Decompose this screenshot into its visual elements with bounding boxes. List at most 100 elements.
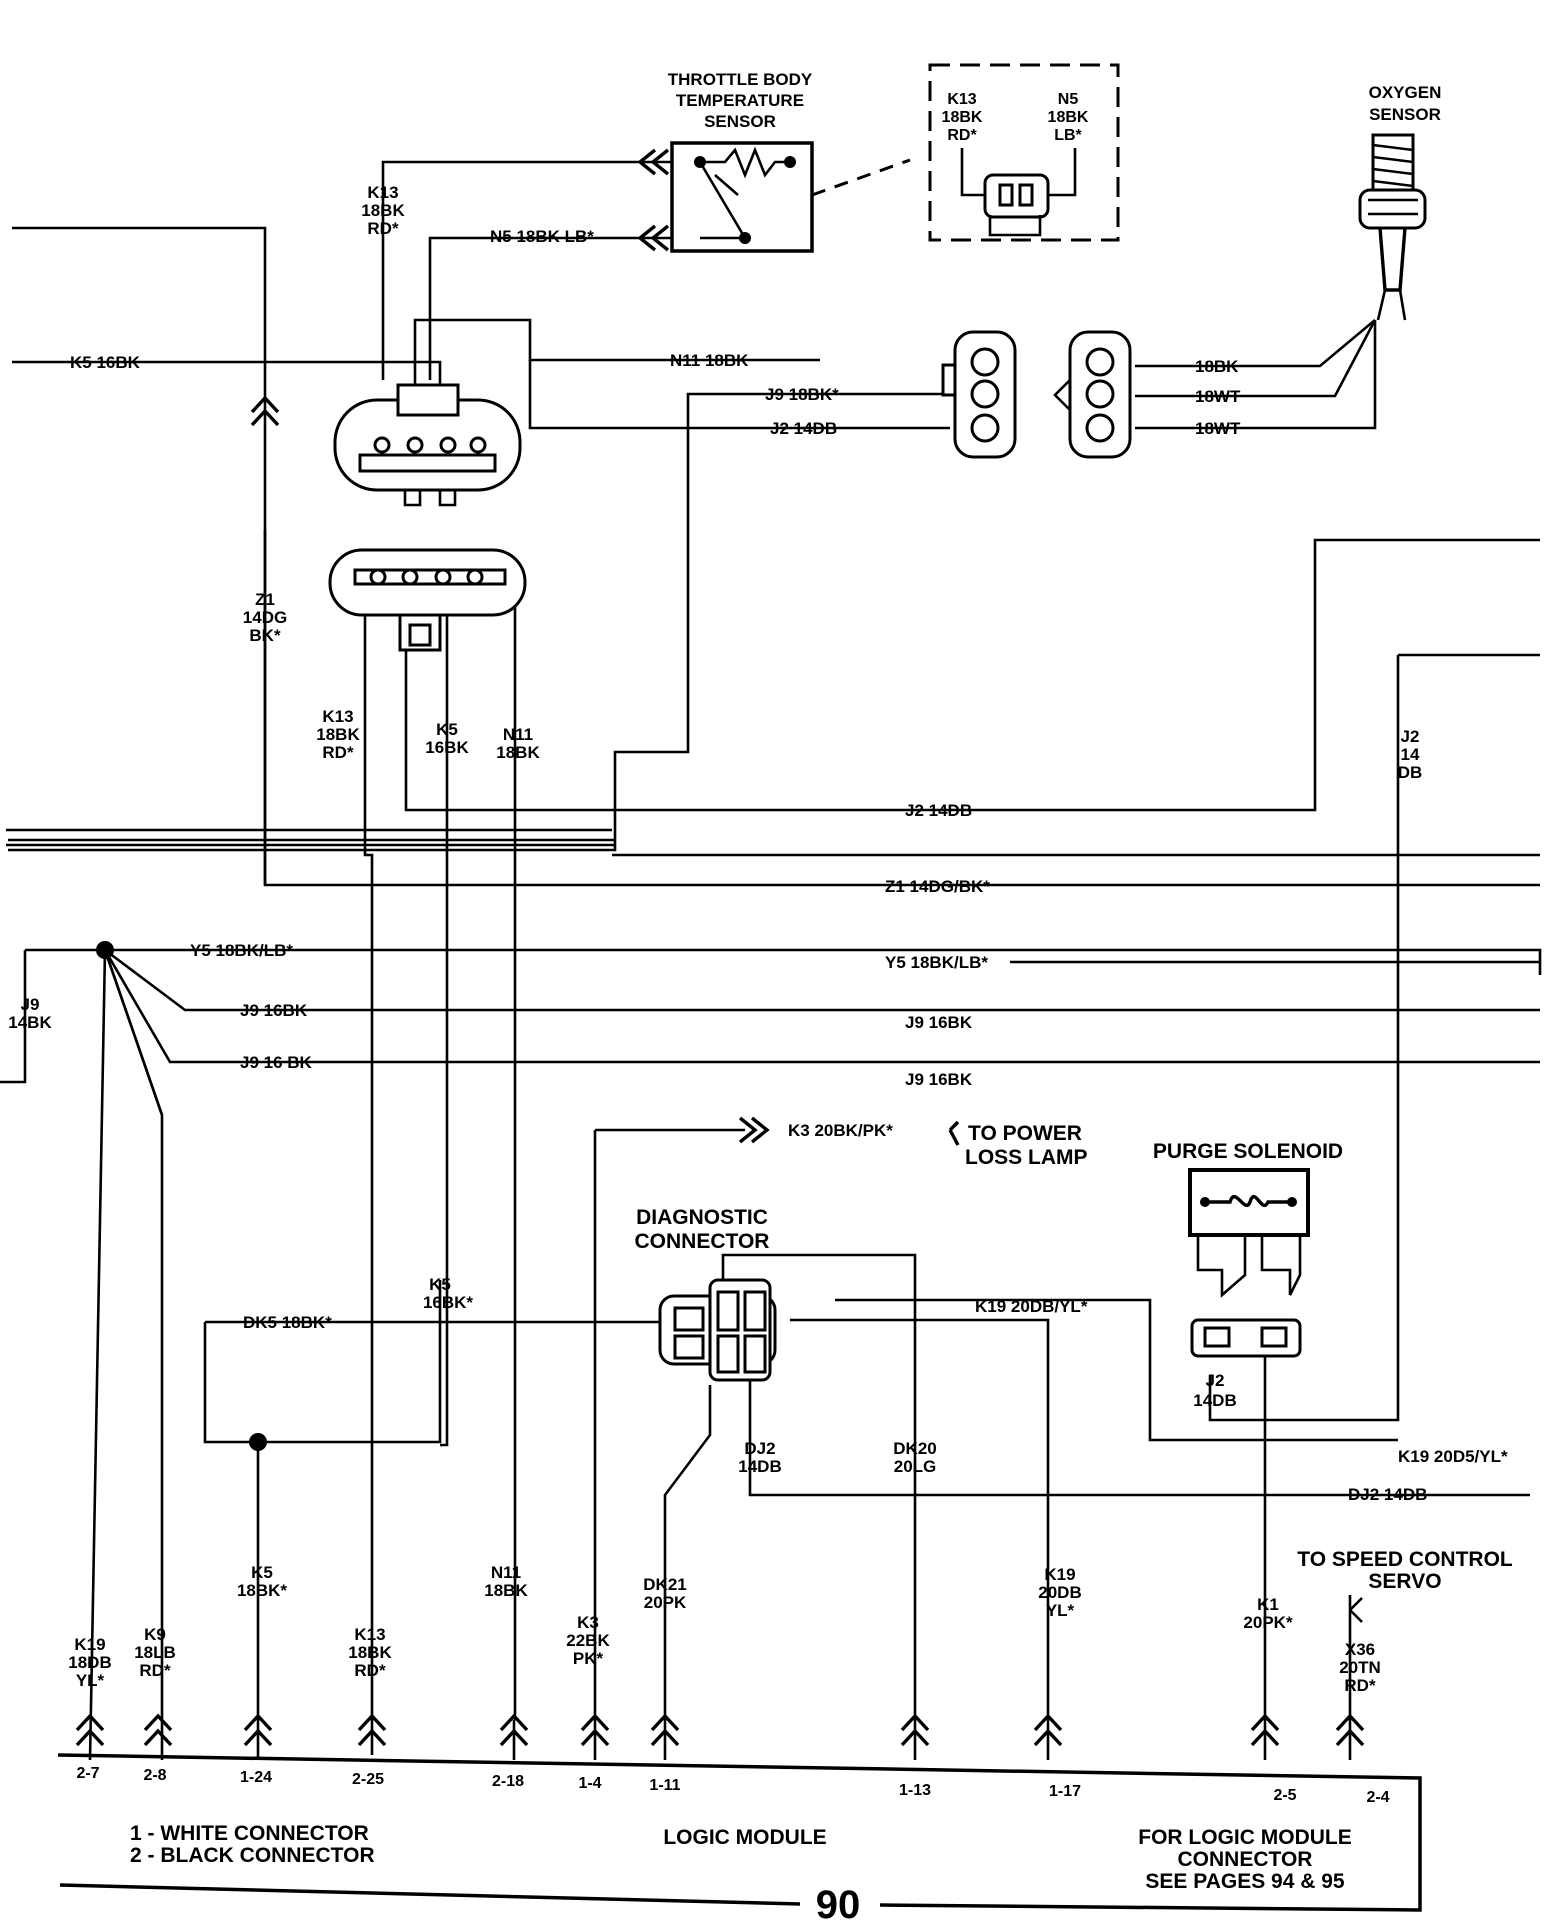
wire-dj2-v-b: 14DB — [738, 1457, 781, 1476]
wire-k19-bot-a: K19 — [74, 1635, 105, 1654]
wire-k5-bot-a: K5 — [251, 1563, 273, 1582]
wires — [0, 160, 1542, 1761]
wire-k13-bot-c: RD* — [354, 1661, 386, 1680]
conn-pin2-line2: 18BK — [1048, 109, 1089, 126]
wire-j9-16c: J9 16BK — [905, 1013, 973, 1032]
wire-k1-b: 20PK* — [1243, 1613, 1293, 1632]
wire-z1-v-c: BK* — [249, 626, 281, 645]
wire-o2-1: 18BK — [1195, 357, 1239, 376]
wire-n11: N11 18BK — [670, 351, 749, 370]
wire-o2-2: 18WT — [1195, 387, 1241, 406]
wire-z1-h: Z1 14DG/BK* — [885, 877, 990, 896]
speed-control-ref: TO SPEED CONTROL SERVO — [1297, 1548, 1513, 1623]
wire-y5-right: Y5 18BK/LB* — [885, 953, 988, 972]
wire-dk20-a: DK20 — [893, 1439, 936, 1458]
wire-k5-bot-b: 18BK* — [237, 1581, 287, 1600]
wire-dk20-b: 20LG — [894, 1457, 937, 1476]
wire-k19-right: K19 20D5/YL* — [1398, 1447, 1508, 1466]
wire-k13-mid-c: RD* — [322, 743, 354, 762]
wire-dk21-b: 20PK — [644, 1593, 687, 1612]
logic-legend-1: 1 - WHITE CONNECTOR — [130, 1822, 369, 1845]
wire-k5-mid-a: K5 — [436, 720, 458, 739]
logic-note-1: FOR LOGIC MODULE — [1138, 1826, 1352, 1849]
pin-2-18: 2-18 — [492, 1773, 524, 1790]
wire-k1-a: K1 — [1257, 1595, 1279, 1614]
wire-o2-3: 18WT — [1195, 419, 1241, 438]
purge-solenoid: PURGE SOLENOID — [1153, 1140, 1343, 1358]
wire-n11-bot-a: N11 — [491, 1563, 521, 1582]
wire-k3-bot-a: K3 — [577, 1613, 599, 1632]
power-loss-label-1: TO POWER — [968, 1122, 1082, 1145]
wire-j9-16b: J9 16 BK — [240, 1053, 313, 1072]
speed-control-label-1: TO SPEED CONTROL — [1297, 1548, 1513, 1571]
wire-j2-v-a: J2 — [1401, 727, 1420, 746]
wire-labels: K13 18BK RD* N5 18BK LB* K5 16BK N11 18B… — [8, 183, 1508, 1695]
tbi-connector-bottom — [328, 548, 527, 652]
logic-legend-2: 2 - BLACK CONNECTOR — [130, 1844, 375, 1867]
conn-pin1-line2: 18BK — [942, 109, 983, 126]
oxygen-label-2: SENSOR — [1369, 105, 1441, 124]
pin-2-8: 2-8 — [143, 1767, 166, 1784]
wire-k5-lower-b: 16BK* — [423, 1293, 473, 1312]
wire-j2-h: J2 14DB — [905, 801, 972, 820]
wire-k13-mid-a: K13 — [322, 707, 353, 726]
conn-pin2-line1: N5 — [1058, 91, 1079, 108]
wire-j9-16d: J9 16BK — [905, 1070, 973, 1089]
wire-x36-a: X36 — [1345, 1640, 1375, 1659]
wire-k19-bot-b: 18DB — [68, 1653, 111, 1672]
wire-j9a: J9 18BK* — [765, 385, 839, 404]
wire-dk21-a: DK21 — [643, 1575, 686, 1594]
wire-x36-c: RD* — [1344, 1676, 1376, 1695]
tbts-connector-detail: K13 18BK RD* N5 18BK LB* — [928, 63, 1120, 242]
wire-x36-b: 20TN — [1339, 1658, 1381, 1677]
logic-module: 2-7 2-8 1-24 2-25 2-18 1-4 1-11 1-13 1-1… — [57, 1753, 1422, 1920]
wire-k9-c: RD* — [139, 1661, 171, 1680]
wire-j9-v-a: J9 — [21, 995, 40, 1014]
speed-control-label-2: SERVO — [1368, 1570, 1441, 1593]
pin-2-4: 2-4 — [1366, 1789, 1389, 1806]
wire-z1-v-b: 14DG — [243, 608, 287, 627]
wire-n11-mid-a: N11 — [503, 725, 533, 744]
wire-j9-v-b: 14BK — [8, 1013, 52, 1032]
pin-2-7: 2-7 — [76, 1765, 99, 1782]
wire-k5: K5 16BK — [70, 353, 141, 372]
oxygen-sensor: OXYGEN SENSOR — [1358, 83, 1441, 321]
wire-j2-v-b: 14 — [1401, 745, 1420, 764]
wire-k9-b: 18LB — [134, 1643, 176, 1662]
diag-label-1: DIAGNOSTIC — [636, 1206, 768, 1229]
purge-solenoid-label: PURGE SOLENOID — [1153, 1140, 1343, 1163]
wire-j2a: J2 14DB — [770, 419, 837, 438]
tbi-connector-top — [333, 383, 522, 507]
splice-y5 — [96, 941, 114, 959]
wire-dk5: DK5 18BK* — [243, 1313, 332, 1332]
wire-j9-16a: J9 16BK — [240, 1001, 308, 1020]
wire-dj2-v-a: DJ2 — [744, 1439, 775, 1458]
wire-k19-b2-a: K19 — [1044, 1565, 1075, 1584]
wire-k19-b2-b: 20DB — [1038, 1583, 1081, 1602]
pin-chevrons — [75, 1713, 1365, 1747]
wire-dj2-h: DJ2 14DB — [1348, 1485, 1427, 1504]
wire-n11-bot-b: 18BK — [484, 1581, 528, 1600]
wire-j2-purge-a: J2 — [1206, 1371, 1225, 1390]
pin-1-4: 1-4 — [578, 1775, 601, 1792]
wire-k5-lower-a: K5 — [429, 1275, 451, 1294]
wire-k5-mid-b: 16BK — [425, 738, 469, 757]
pin-1-11: 1-11 — [649, 1777, 680, 1794]
conn-pin1-line3: RD* — [947, 127, 977, 144]
wire-k13-bot-b: 18BK — [348, 1643, 392, 1662]
tbts-label-3: SENSOR — [704, 112, 776, 131]
pin-1-17: 1-17 — [1049, 1783, 1081, 1800]
wire-j2-purge-b: 14DB — [1193, 1391, 1236, 1410]
wire-k9-a: K9 — [144, 1625, 166, 1644]
wire-k13-top-c: RD* — [367, 219, 399, 238]
diagnostic-connector: DIAGNOSTIC CONNECTOR — [635, 1206, 777, 1382]
wire-k13-mid-b: 18BK — [316, 725, 360, 744]
tbts-label-2: TEMPERATURE — [676, 91, 804, 110]
power-loss-label-2: LOSS LAMP — [965, 1146, 1088, 1169]
wire-k3-h: K3 20BK/PK* — [788, 1121, 893, 1140]
wire-y5-left: Y5 18BK/LB* — [190, 941, 293, 960]
wire-k3-bot-b: 22BK — [566, 1631, 610, 1650]
wire-k13-top-b: 18BK — [361, 201, 405, 220]
wire-k19-bot-c: YL* — [76, 1671, 105, 1690]
